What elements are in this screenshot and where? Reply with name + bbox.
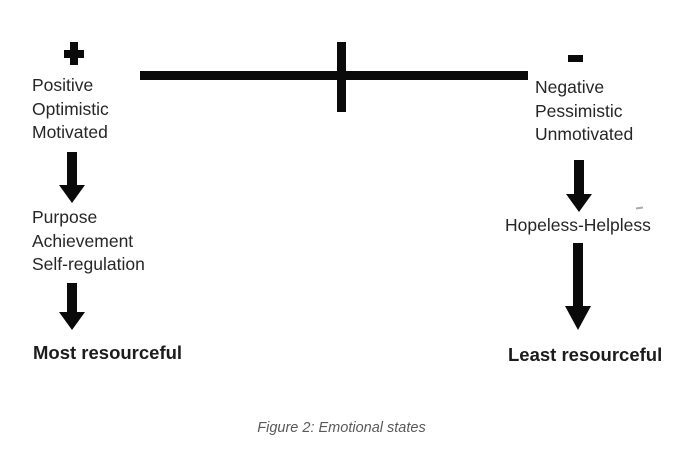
arrow-head — [59, 185, 85, 203]
positive-state-item: Positive — [32, 75, 94, 95]
positive-driver-item: Purpose — [32, 207, 98, 227]
spectrum-center-tick — [337, 42, 346, 112]
negative-state-item: Unmotivated — [535, 124, 634, 144]
plus-icon — [64, 42, 84, 65]
positive-drivers-list: Purpose Achievement Self-regulation — [32, 206, 145, 277]
plus-icon-horizontal-bar — [64, 49, 84, 58]
negative-driver-item: Hopeless-Helpless — [505, 215, 651, 235]
negative-states-list: Negative Pessimistic Unmotivated — [535, 76, 633, 147]
minus-icon — [568, 55, 583, 62]
down-arrow-positive-2 — [58, 283, 86, 330]
arrow-shaft — [574, 160, 584, 194]
positive-states-list: Positive Optimistic Motivated — [32, 74, 109, 145]
negative-state-item: Pessimistic — [535, 100, 623, 121]
positive-state-item: Optimistic — [32, 98, 109, 119]
negative-state-item: Negative — [535, 77, 605, 97]
spectrum-axis-line — [140, 71, 528, 80]
positive-driver-item: Achievement — [32, 230, 134, 251]
negative-drivers-list: Hopeless-Helpless — [505, 214, 651, 238]
down-arrow-negative-1 — [565, 160, 593, 212]
down-arrow-positive-1 — [58, 152, 86, 203]
positive-driver-item: Self-regulation — [32, 254, 145, 274]
arrow-shaft — [67, 283, 77, 312]
most-resourceful-label: Most resourceful — [33, 342, 183, 363]
least-resourceful-label: Least resourceful — [508, 344, 663, 365]
down-arrow-negative-2 — [564, 243, 592, 330]
positive-state-item: Motivated — [32, 122, 108, 142]
arrow-shaft — [573, 243, 583, 306]
arrow-head — [565, 306, 591, 330]
arrow-head — [566, 194, 592, 212]
figure-caption: Figure 2: Emotional states — [257, 420, 426, 436]
arrow-head — [59, 312, 85, 330]
arrow-shaft — [67, 152, 77, 185]
stray-mark — [635, 206, 644, 210]
